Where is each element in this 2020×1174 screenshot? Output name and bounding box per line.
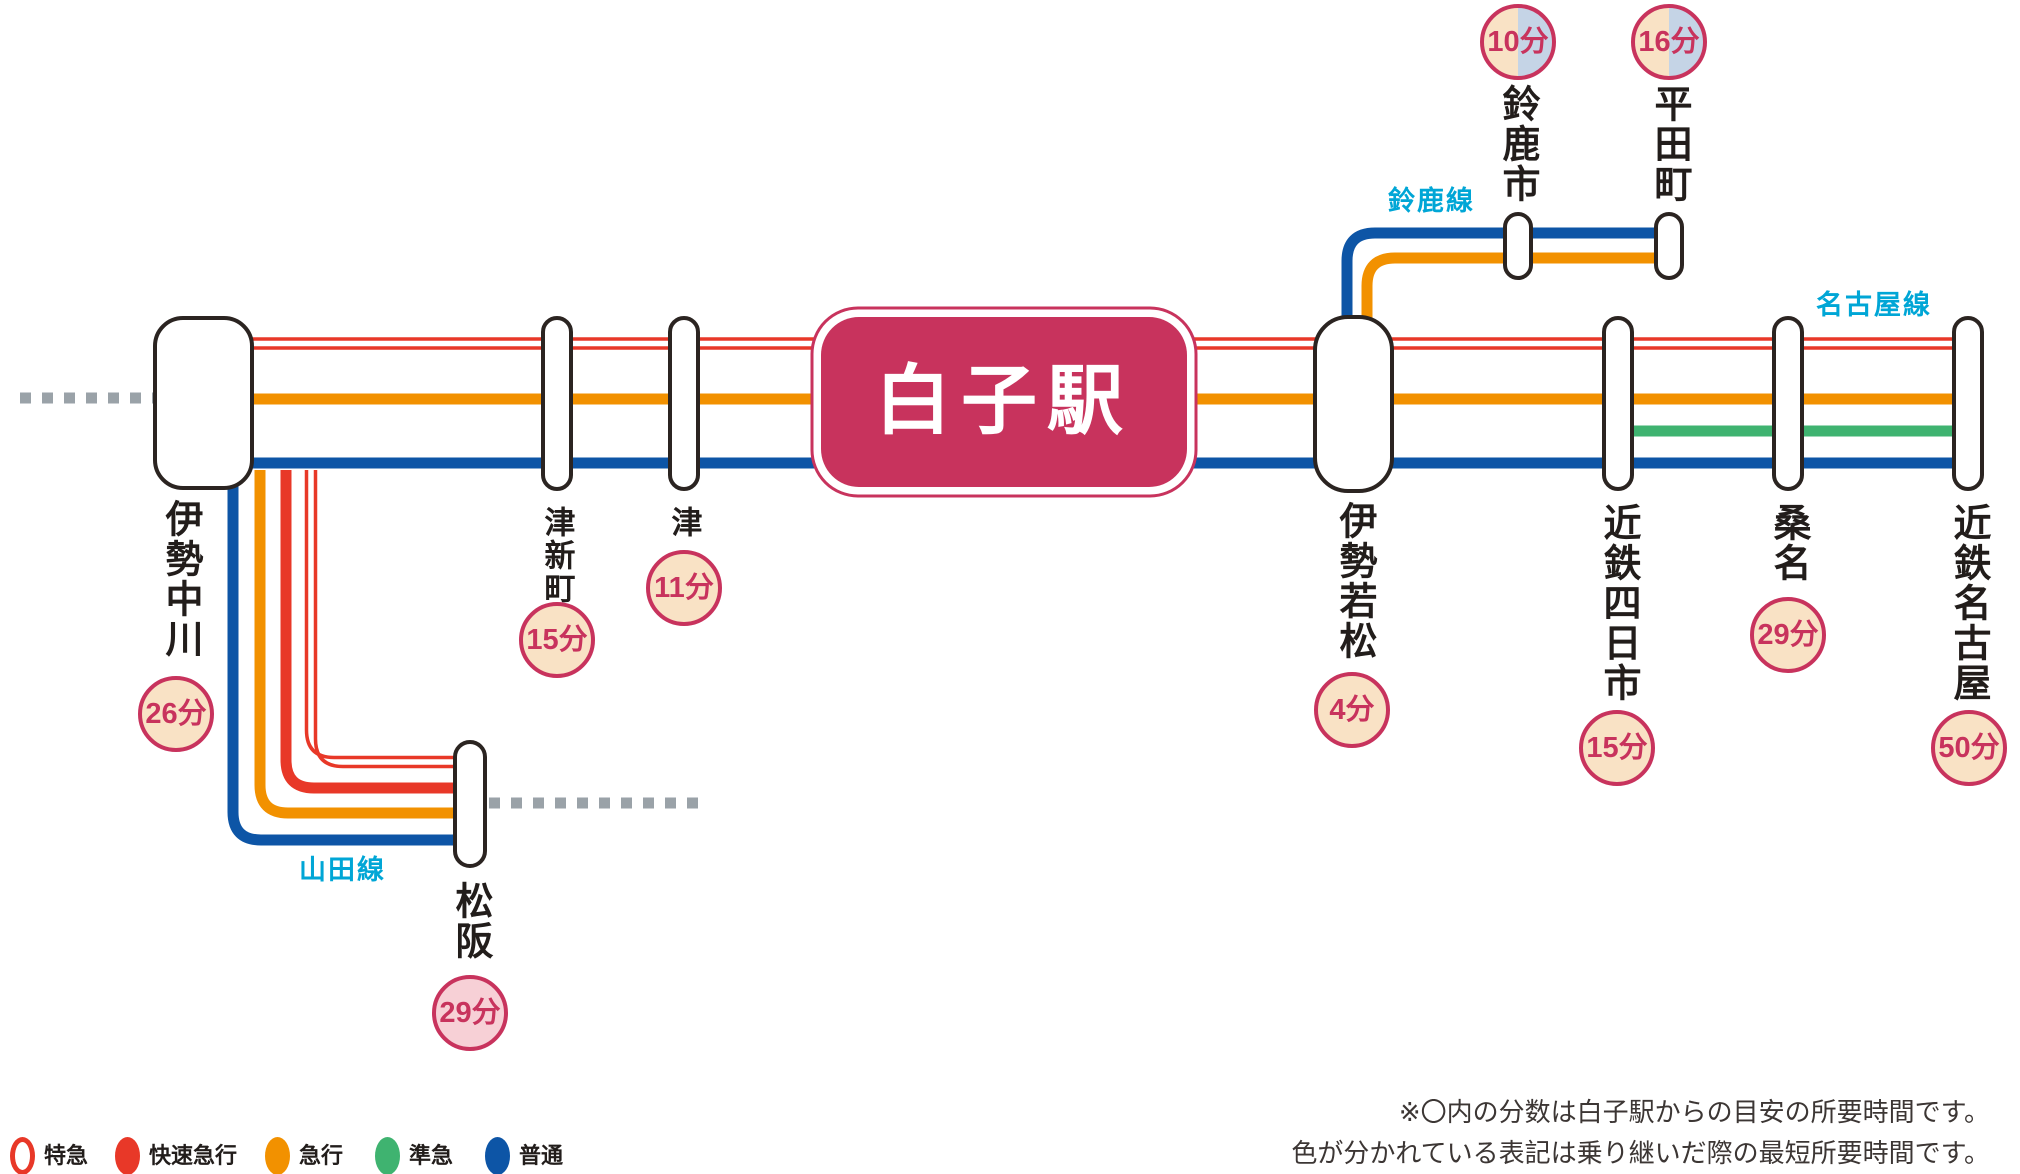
nagoya-line-label: 名古屋線 xyxy=(1816,290,1932,320)
station-label-isewakamatsu: 伊勢若松 xyxy=(1333,501,1375,661)
yamada-line-label: 山田線 xyxy=(299,855,386,885)
station-capsule-tsu xyxy=(668,316,700,491)
time-badge-suzukashi: 10分 xyxy=(1480,4,1556,80)
station-capsule-kuwana xyxy=(1772,316,1804,491)
yamada-branch-rapid-express-red-line xyxy=(280,470,470,794)
time-badge-matsusaka: 29分 xyxy=(432,975,508,1051)
suzuka-branch-local-blue-line xyxy=(1341,227,1669,340)
legend-label-local: 普通 xyxy=(519,1143,564,1168)
station-capsule-kintetsunagoya xyxy=(1952,316,1984,491)
footnote-line1: ※〇内の分数は白子駅からの目安の所要時間です。 xyxy=(1398,1097,1990,1127)
legend-label-express: 急行 xyxy=(299,1143,344,1168)
station-capsule-kintetsuyokkaichi xyxy=(1602,316,1634,491)
station-capsule-suzukashi xyxy=(1503,212,1533,280)
station-capsule-matsusaka xyxy=(453,740,487,868)
suzuka-branch-express-orange-line xyxy=(1361,252,1669,340)
local-icon xyxy=(485,1137,510,1174)
time-badge-kuwana: 29分 xyxy=(1750,597,1826,673)
legend-label-limited-express: 特急 xyxy=(44,1143,89,1168)
time-badge-tsushinmachi: 15分 xyxy=(519,602,595,678)
station-label-kintetsunagoya: 近鉄名古屋 xyxy=(1947,503,1989,703)
station-capsule-isewakamatsu xyxy=(1313,315,1394,493)
express-icon xyxy=(265,1137,290,1174)
legend-item-express: 急行 xyxy=(265,1136,343,1174)
legend-item-limited-express: 特急 xyxy=(10,1136,88,1174)
rapid-express-icon xyxy=(115,1137,140,1174)
time-badge-kintetsuyokkaichi: 15分 xyxy=(1579,710,1655,786)
legend-item-local: 普通 xyxy=(485,1136,563,1174)
station-label-matsusaka: 松阪 xyxy=(449,881,491,961)
semi-express-icon xyxy=(375,1137,400,1174)
station-capsule-hiratacho xyxy=(1654,212,1684,280)
station-label-tsu: 津 xyxy=(666,506,702,539)
station-label-suzukashi: 鈴鹿市 xyxy=(1496,84,1538,204)
footnote-line2: 色が分かれている表記は乗り継いだ際の最短所要時間です。 xyxy=(1291,1138,1990,1168)
station-label-isenakagawa: 伊勢中川 xyxy=(159,499,201,659)
station-label-tsushinmachi: 津新町 xyxy=(539,506,575,605)
station-label-hiratacho: 平田町 xyxy=(1648,84,1690,204)
yamada-branch-local-blue-line xyxy=(227,470,470,846)
yamada-branch-express-orange-line xyxy=(254,470,470,819)
time-badge-tsu: 11分 xyxy=(646,550,722,626)
yamada-branch-limited-express-inner-line xyxy=(313,470,470,769)
footnote: ※〇内の分数は白子駅からの目安の所要時間です。 色が分かれている表記は乗り継いだ… xyxy=(1291,1092,1990,1174)
time-badge-isenakagawa: 26分 xyxy=(138,676,214,752)
time-badge-isewakamatsu: 4分 xyxy=(1314,672,1390,748)
station-label-kuwana: 桑名 xyxy=(1767,503,1809,583)
shiroko-station-name: 白子駅 xyxy=(875,359,1133,444)
time-badge-kintetsunagoya: 50分 xyxy=(1931,710,2007,786)
yamada-branch-limited-express-outer-line xyxy=(304,470,470,760)
shiroko-box-inner xyxy=(821,317,1187,487)
station-box-isenakagawa xyxy=(153,316,254,490)
station-label-kintetsuyokkaichi: 近鉄四日市 xyxy=(1597,503,1639,703)
suzuka-line-label: 鈴鹿線 xyxy=(1388,186,1475,216)
time-badge-hiratacho: 16分 xyxy=(1631,4,1707,80)
legend-label-rapid-express: 快速急行 xyxy=(149,1143,238,1168)
limited-express-icon xyxy=(10,1137,35,1174)
legend-item-semi-express: 準急 xyxy=(375,1136,453,1174)
station-capsule-tsushinmachi xyxy=(541,316,573,491)
legend-label-semi-express: 準急 xyxy=(409,1143,454,1168)
legend-item-rapid-express: 快速急行 xyxy=(115,1136,237,1174)
